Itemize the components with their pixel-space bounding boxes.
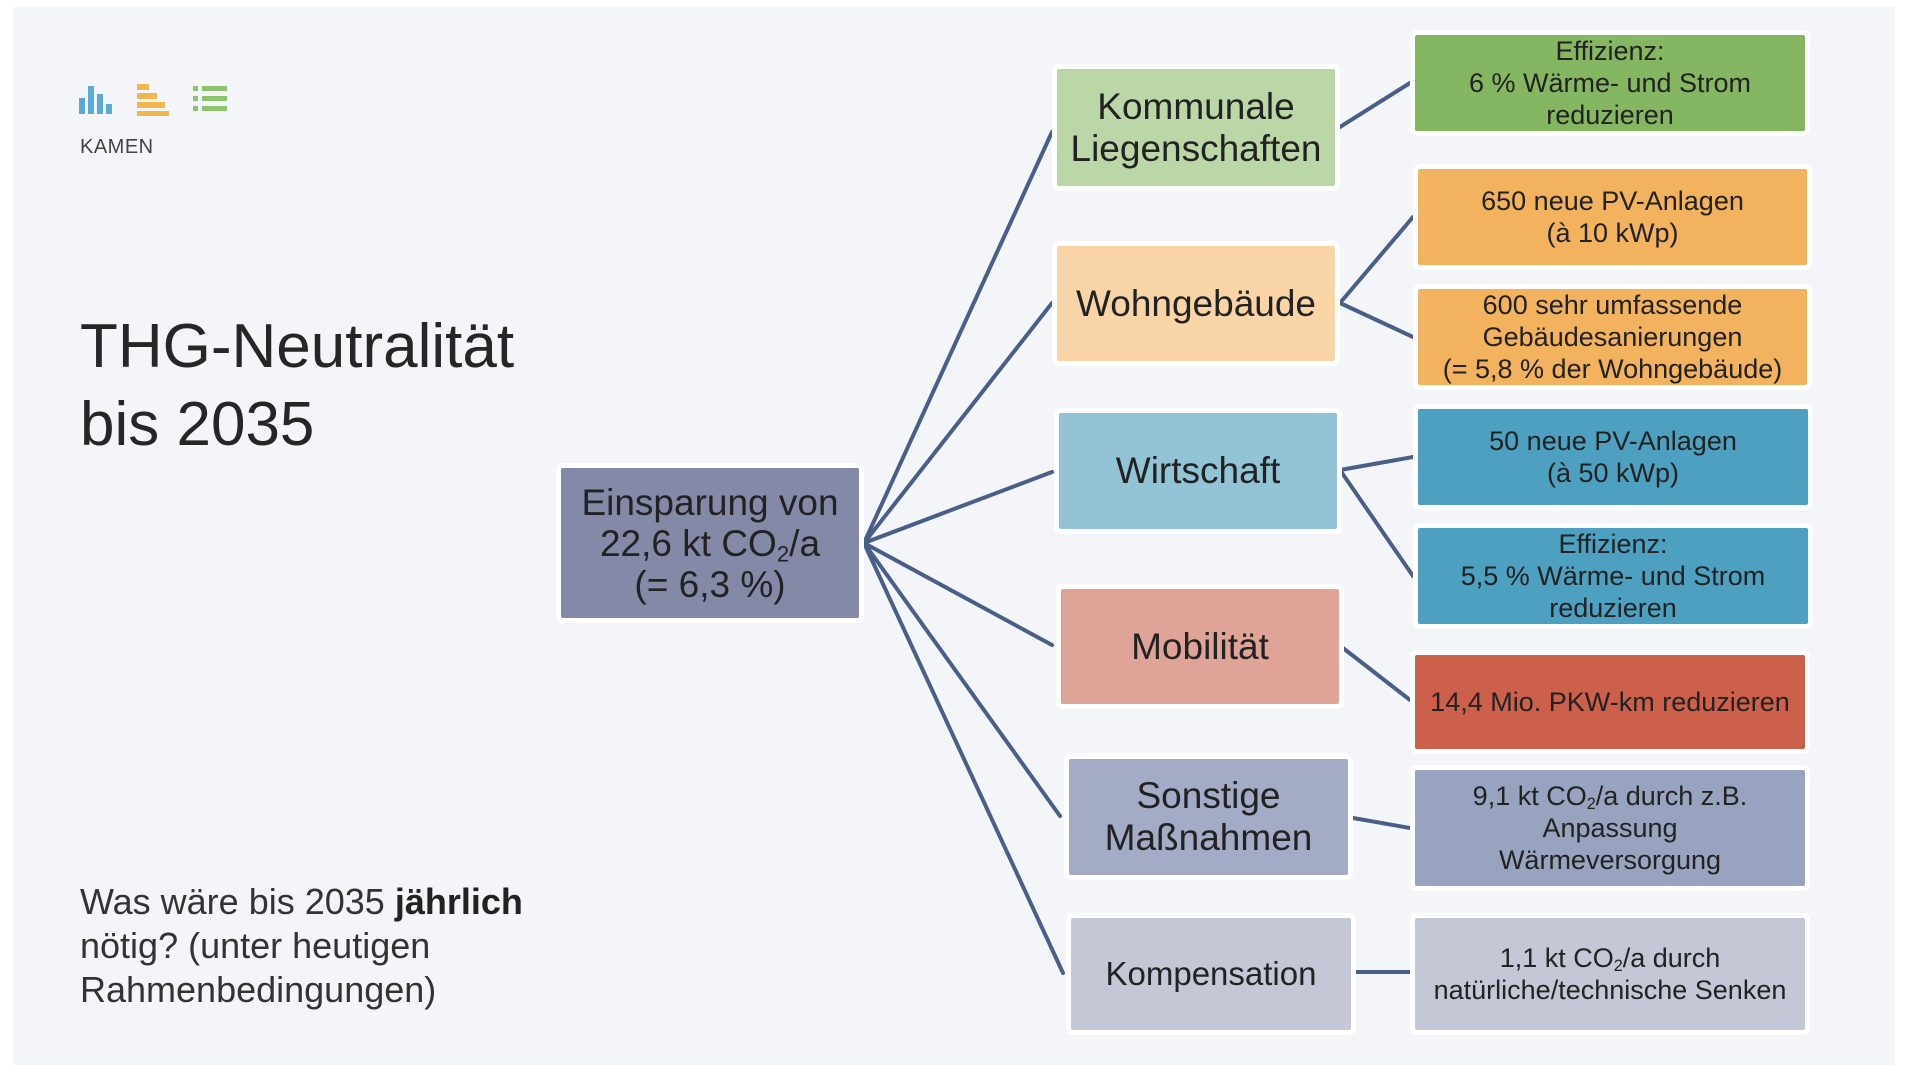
- detail-line: 1,1 kt CO2/a durch: [1499, 943, 1721, 976]
- connector-wohngebaeude-sanierung: [1338, 301, 1415, 339]
- detail-wohn-sanierungen: 600 sehr umfassende Gebäudesanierungen (…: [1413, 284, 1812, 390]
- detail-line: Effizienz:: [1555, 36, 1665, 66]
- detail-kommunale-effizienz: Effizienz: 6 % Wärme- und Strom reduzier…: [1410, 30, 1810, 136]
- detail-line: Wärmeversorgung: [1498, 845, 1722, 875]
- connector-root-mobilitaet: [862, 541, 1054, 647]
- detail-line: reduzieren: [1549, 593, 1677, 623]
- question-line-2: nötig? (unter heutigen: [80, 925, 431, 966]
- category-sonstige-massnahmen: Sonstige Maßnahmen: [1064, 754, 1353, 880]
- detail-wohn-pv-anlagen: 650 neue PV-Anlagen (à 10 kWp): [1413, 164, 1812, 270]
- category-kommunale-liegenschaften: Kommunale Liegenschaften: [1052, 64, 1340, 191]
- title-line-2: bis 2035: [80, 390, 315, 459]
- detail-line: (= 5,8 % der Wohngebäude): [1442, 354, 1783, 384]
- category-label: Kommunale: [1097, 85, 1295, 127]
- detail-line: 14,4 Mio. PKW-km reduzieren: [1430, 687, 1790, 717]
- list-icon[interactable]: [193, 84, 227, 116]
- question-line-3: Rahmenbedingungen): [80, 969, 437, 1010]
- question-text: Was wäre bis 2035 jährlich nötig? (unter…: [80, 880, 523, 1012]
- question-bold: jährlich: [394, 881, 523, 922]
- detail-line: 5,5 % Wärme- und Strom: [1460, 561, 1766, 591]
- detail-wirtschaft-pv-anlagen: 50 neue PV-Anlagen (à 50 kWp): [1413, 404, 1813, 510]
- root-node-savings: Einsparung von 22,6 kt CO2/a (= 6,3 %): [556, 463, 864, 623]
- category-label: Sonstige: [1136, 775, 1281, 816]
- connector-root-sonstige: [862, 541, 1062, 818]
- connector-wirtschaft-pv: [1338, 455, 1415, 472]
- category-mobilitaet: Mobilität: [1056, 584, 1344, 709]
- detail-line: 50 neue PV-Anlagen: [1489, 426, 1737, 456]
- root-line-1: Einsparung von: [581, 481, 839, 523]
- detail-line: reduzieren: [1546, 100, 1674, 130]
- connector-root-kompensation: [862, 541, 1065, 975]
- category-label: Liegenschaften: [1070, 127, 1322, 169]
- detail-mobilitaet-pkw-km: 14,4 Mio. PKW-km reduzieren: [1410, 650, 1810, 754]
- connector-root-wohngebaeude: [862, 301, 1054, 545]
- detail-line: (à 10 kWp): [1546, 218, 1679, 248]
- toolbar-icons: [79, 84, 227, 116]
- detail-line: (à 50 kWp): [1546, 458, 1680, 488]
- connector-mobilitaet-detail: [1341, 646, 1412, 702]
- brand-label: KAMEN: [80, 136, 154, 158]
- connector-sonstige-detail: [1351, 816, 1412, 830]
- root-line-3: (= 6,3 %): [634, 563, 786, 605]
- detail-line: Effizienz:: [1558, 529, 1668, 559]
- category-label: Maßnahmen: [1104, 817, 1313, 858]
- category-label: Wirtschaft: [1115, 450, 1281, 491]
- detail-wirtschaft-effizienz: Effizienz: 5,5 % Wärme- und Strom reduzi…: [1413, 523, 1813, 629]
- detail-line: 6 % Wärme- und Strom: [1468, 68, 1752, 98]
- connector-wirtschaft-effizienz: [1338, 468, 1415, 578]
- title-line-1: THG-Neutralität: [80, 312, 515, 381]
- detail-line: Gebäudesanierungen: [1482, 322, 1743, 352]
- detail-line: Anpassung: [1542, 813, 1678, 843]
- detail-sonstige-waermeversorgung: 9,1 kt CO2/a durch z.B. Anpassung Wärmev…: [1410, 765, 1810, 891]
- detail-kompensation-senken: 1,1 kt CO2/a durch natürliche/technische…: [1410, 913, 1810, 1035]
- detail-line: natürliche/technische Senken: [1433, 975, 1787, 1005]
- page-title: THG-Neutralität bis 2035: [80, 308, 514, 464]
- question-part-1: Was wäre bis 2035: [80, 881, 395, 922]
- horizontal-bar-chart-icon[interactable]: [137, 84, 169, 116]
- root-line-2: 22,6 kt CO2/a: [599, 522, 821, 567]
- connector-root-kommunale: [862, 130, 1054, 545]
- detail-line: 9,1 kt CO2/a durch z.B.: [1472, 781, 1748, 814]
- connector-wohngebaeude-pv: [1338, 215, 1415, 305]
- category-label: Wohngebäude: [1075, 282, 1317, 324]
- bar-chart-icon[interactable]: [79, 84, 113, 116]
- category-wohngebaeude: Wohngebäude: [1052, 241, 1340, 366]
- detail-line: 600 sehr umfassende: [1482, 290, 1743, 320]
- category-label: Mobilität: [1131, 625, 1269, 667]
- connector-kommunale-detail: [1338, 81, 1412, 129]
- detail-line: 650 neue PV-Anlagen: [1481, 186, 1744, 216]
- category-label: Kompensation: [1105, 955, 1317, 992]
- category-kompensation: Kompensation: [1066, 913, 1356, 1035]
- connector-root-wirtschaft: [862, 470, 1054, 545]
- category-wirtschaft: Wirtschaft: [1054, 408, 1342, 534]
